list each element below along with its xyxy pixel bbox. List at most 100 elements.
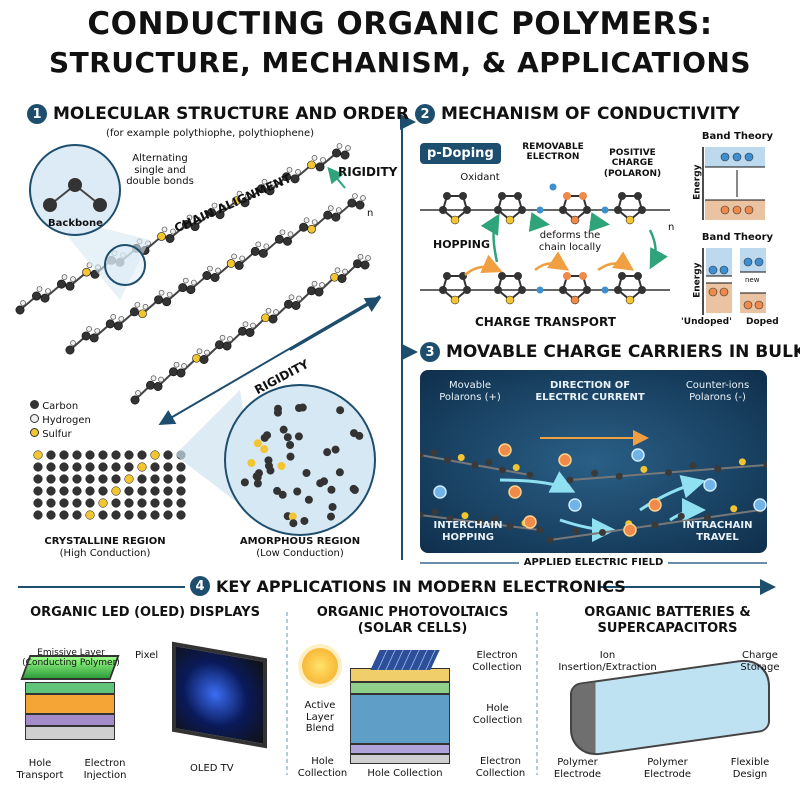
sulfur-atom [157, 232, 166, 241]
carbon-atom [256, 184, 266, 194]
carbon-atom [240, 478, 249, 487]
hydrogen-atom [219, 334, 226, 341]
carbon-atom [137, 474, 147, 484]
carbon-atom [33, 474, 43, 484]
oled-tv-illustration [172, 641, 267, 749]
page-title: CONDUCTING ORGANIC POLYMERS: [87, 6, 713, 42]
oled-stack-illustration [15, 645, 135, 760]
carbon-atom [316, 479, 325, 488]
carbon-atom [207, 208, 217, 218]
applied-field-label: APPLIED ELECTRIC FIELD [523, 557, 664, 568]
sulfur-atom [505, 215, 515, 225]
hydrogen-atom [70, 276, 76, 283]
carbon-atom [634, 192, 642, 200]
carbon-atom [199, 354, 209, 364]
carbon-atom [240, 198, 250, 208]
carbon-atom [111, 450, 121, 460]
carbon-atom [563, 272, 571, 280]
carbon-atom [299, 222, 309, 232]
hydrogen-atom [311, 155, 318, 161]
sulfur-atom [277, 462, 286, 471]
carbon-atom [72, 486, 82, 496]
carbon-atom [111, 474, 121, 484]
section-heading-text: KEY APPLICATIONS IN MODERN ELECTRONICS [216, 576, 626, 596]
carbon-atom [335, 468, 344, 477]
carbon-swatch [30, 400, 39, 409]
section-number-badge: 1 [27, 104, 47, 124]
transport-arrow [597, 251, 635, 272]
carbon-atom [124, 462, 134, 472]
carbon-atom [347, 198, 357, 208]
carbon-atom [514, 192, 522, 200]
hydrogen-atom [345, 145, 351, 151]
sulfur-atom [288, 512, 297, 521]
carbon-atom [72, 510, 82, 520]
carbon-atom [340, 150, 350, 160]
carbon-atom [59, 486, 69, 496]
chain-atom [476, 519, 484, 526]
carbon-atom [85, 486, 95, 496]
carbon-atom [331, 212, 341, 222]
carbon-atom [15, 305, 25, 315]
valence-band [706, 283, 732, 313]
polymer-electrode-label: Polymer Electrode [553, 757, 602, 780]
hydrogen-atom [181, 363, 187, 369]
hydrogen-atom [182, 277, 189, 284]
hydrogen-atom [20, 300, 26, 306]
polymer-chains [15, 143, 371, 405]
carbon-atom [559, 286, 567, 294]
amorphous-label: AMORPHOUS REGION(Low Conduction) [225, 536, 375, 559]
carbon-atom [638, 206, 646, 214]
chain-atom [457, 454, 465, 461]
carbon-atom [176, 510, 186, 520]
carbon-atom [289, 519, 298, 528]
carbon-atom [443, 192, 451, 200]
charge-marker [732, 152, 742, 162]
carbon-atom [274, 234, 284, 244]
deforms-label: deforms the chain locally [538, 230, 602, 253]
charge-marker [720, 152, 730, 162]
hydrogen-atom [263, 243, 270, 250]
sulfur-atom [450, 295, 460, 305]
amorphous-title: AMORPHOUS REGION [239, 536, 361, 547]
counter-ion-minus [703, 478, 717, 492]
sulfur-atom [330, 272, 339, 282]
hole-transport-label: Hole Transport [16, 758, 64, 781]
sulfur-atom [253, 439, 262, 448]
charge-carrier-panel: Movable Polarons (+) DIRECTION OF ELECTR… [420, 370, 767, 553]
repeat-n: n [367, 208, 374, 219]
carbon-atom [40, 293, 50, 303]
carbon-atom [559, 206, 567, 214]
hole-collection-label: Hole Collection [367, 768, 443, 779]
substrate-layer [350, 754, 450, 764]
atom-legend: Carbon Hydrogen Sulfur [30, 400, 91, 442]
crystalline-label: CRYSTALLINE REGION(High Conduction) [30, 536, 180, 559]
chain-atom [499, 466, 506, 474]
carbon-atom [137, 498, 147, 508]
sulfur-atom [307, 224, 316, 234]
carbon-atom [563, 192, 571, 200]
hydrogen-atom [303, 217, 310, 224]
hydrogen-atom [357, 253, 364, 260]
carbon-atom [618, 272, 626, 280]
active-layer-label: Active Layer Blend [304, 700, 336, 734]
hydrogen-atom [211, 202, 218, 209]
hydrogen-atom [142, 303, 149, 310]
hydrogen-atom [135, 390, 141, 396]
energy-axis: Energy [692, 262, 703, 298]
carbon-atom [59, 510, 69, 520]
carbon-atom [98, 462, 108, 472]
carbon-atom [150, 510, 160, 520]
callout-atoms [43, 178, 107, 212]
carbon-atom [222, 341, 232, 351]
carbon-atom [162, 297, 172, 307]
carbon-atom [326, 512, 335, 521]
hydrogen-atom [45, 288, 51, 294]
carbon-atom [264, 461, 273, 470]
carbon-atom [583, 286, 591, 294]
carbon-atom [281, 172, 291, 182]
chain-atom [640, 465, 648, 473]
carbon-atom [81, 331, 91, 341]
hydrogen-atom [161, 226, 168, 233]
